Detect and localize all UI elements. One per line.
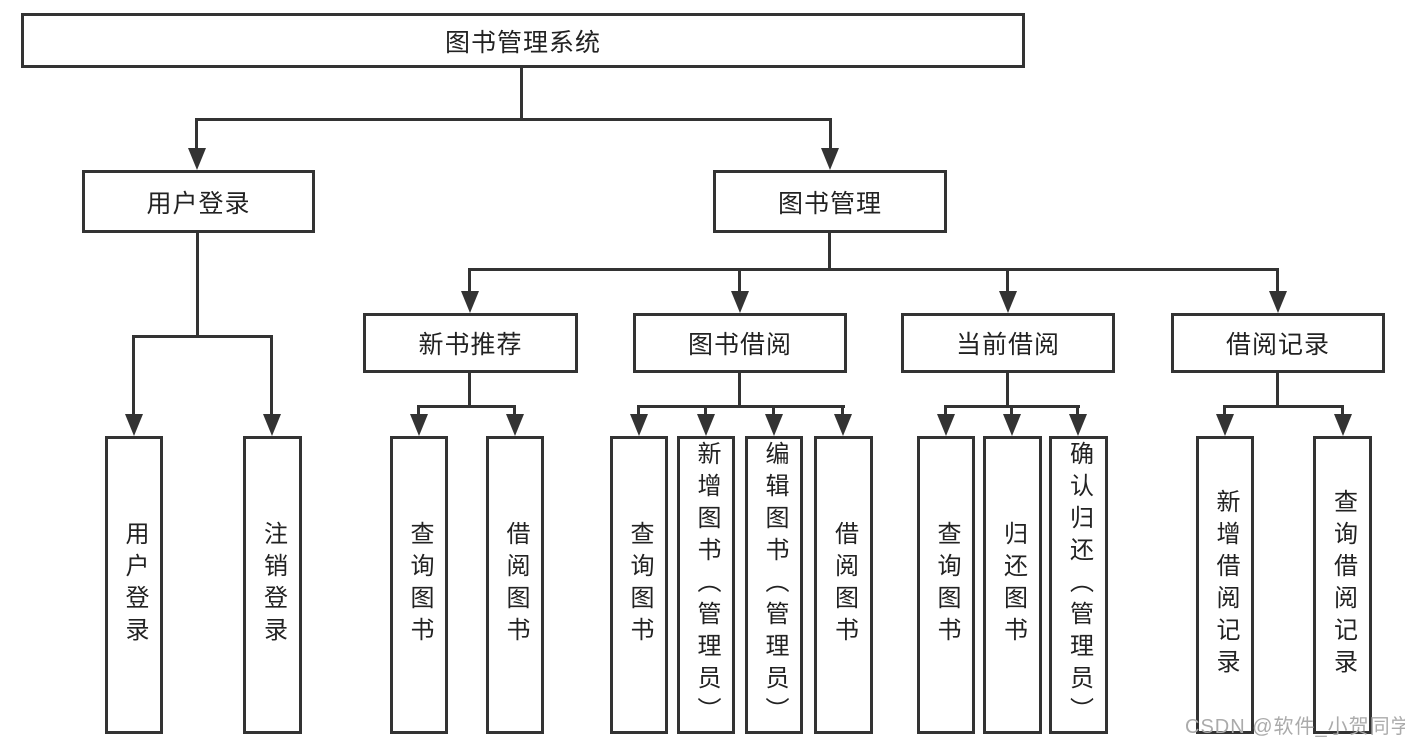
connector-leaf-drop: [1223, 405, 1226, 416]
leaf-add-borrow-record-label: 新增借阅记录: [1212, 489, 1239, 681]
arrowhead: [1069, 414, 1087, 436]
node-current-borrow: 当前借阅: [901, 313, 1115, 373]
arrowhead: [1003, 414, 1021, 436]
connector-records-drop: [1276, 268, 1279, 293]
node-borrow-records: 借阅记录: [1171, 313, 1385, 373]
connector-leaf-drop: [513, 405, 516, 416]
connector-borrowing-bus: [637, 405, 845, 408]
leaf-edit-books-admin-label: 编辑图书（管理员）: [761, 441, 788, 729]
leaf-query-books-current: 查询图书: [917, 436, 975, 734]
connector-leaf-drop: [1076, 405, 1079, 416]
leaf-user-login-label: 用户登录: [121, 521, 148, 649]
leaf-logout: 注销登录: [243, 436, 302, 734]
connector-leaf-drop: [1341, 405, 1344, 416]
connector-newbook-bus: [417, 405, 516, 408]
arrowhead: [1216, 414, 1234, 436]
arrowhead: [461, 291, 479, 313]
arrowhead: [125, 414, 143, 436]
leaf-borrow-books-recommend: 借阅图书: [486, 436, 544, 734]
connector-newbook-drop: [468, 268, 471, 293]
node-book-management-label: 图书管理: [777, 189, 882, 218]
leaf-query-books-borrowing: 查询图书: [610, 436, 668, 734]
leaf-user-login: 用户登录: [105, 436, 163, 734]
node-user-login: 用户登录: [82, 170, 315, 233]
arrowhead: [1334, 414, 1352, 436]
node-user-login-label: 用户登录: [146, 189, 251, 218]
connector-leaf-drop: [772, 405, 775, 416]
leaf-add-books-admin-label: 新增图书（管理员）: [693, 441, 720, 729]
leaf-query-borrow-record-label: 查询借阅记录: [1329, 489, 1357, 681]
leaf-borrow-books-borrowing: 借阅图书: [814, 436, 873, 734]
node-book-borrowing-label: 图书借阅: [687, 331, 792, 359]
node-borrow-records-label: 借阅记录: [1225, 331, 1330, 359]
connector-leaf-drop: [1010, 405, 1013, 416]
leaf-return-books-label: 归还图书: [999, 521, 1027, 649]
connector-user-login-drop: [195, 118, 198, 150]
connector-current-drop: [1006, 268, 1009, 293]
leaf-return-books: 归还图书: [983, 436, 1042, 734]
node-new-book-recommend: 新书推荐: [363, 313, 578, 373]
connector-user-login-stem: [196, 233, 199, 335]
leaf-borrow-books-borrowing-label: 借阅图书: [830, 521, 858, 649]
leaf-edit-books-admin: 编辑图书（管理员）: [745, 436, 803, 734]
node-book-borrowing: 图书借阅: [633, 313, 847, 373]
arrowhead: [821, 148, 839, 170]
arrowhead: [697, 414, 715, 436]
leaf-confirm-return-admin: 确认归还（管理员）: [1049, 436, 1108, 734]
connector-level2-bus: [196, 118, 832, 121]
connector-records-bus: [1223, 405, 1344, 408]
connector-leaf-drop: [637, 405, 640, 416]
csdn-watermark: CSDN @软件_小贺同学: [1185, 716, 1405, 738]
arrowhead: [506, 414, 524, 436]
connector-leaf-drop: [132, 335, 135, 416]
arrowhead: [834, 414, 852, 436]
connector-root-stem: [520, 68, 523, 118]
arrowhead: [937, 414, 955, 436]
node-book-management: 图书管理: [713, 170, 947, 233]
arrowhead: [410, 414, 428, 436]
node-new-book-recommend-label: 新书推荐: [418, 331, 523, 359]
arrowhead: [999, 291, 1017, 313]
connector-user-login-bus: [132, 335, 273, 338]
connector-book-mgmt-stem: [828, 233, 831, 268]
leaf-borrow-books-recommend-label: 借阅图书: [502, 521, 529, 649]
leaf-query-borrow-record: 查询借阅记录: [1313, 436, 1372, 734]
arrowhead: [263, 414, 281, 436]
leaf-add-books-admin: 新增图书（管理员）: [677, 436, 735, 734]
connector-book-mgmt-drop: [829, 118, 832, 150]
node-current-borrow-label: 当前借阅: [955, 331, 1060, 359]
connector-borrowing-stem: [738, 373, 741, 405]
arrowhead: [630, 414, 648, 436]
leaf-logout-label: 注销登录: [259, 521, 287, 649]
connector-leaf-drop: [841, 405, 844, 416]
connector-leaf-drop: [270, 335, 273, 416]
leaf-confirm-return-admin-label: 确认归还（管理员）: [1065, 441, 1093, 729]
connector-newbook-stem: [468, 373, 471, 405]
connector-leaf-drop: [944, 405, 947, 416]
connector-leaf-drop: [417, 405, 420, 416]
connector-borrowing-drop: [738, 268, 741, 293]
arrowhead: [188, 148, 206, 170]
node-root: 图书管理系统: [21, 13, 1025, 68]
leaf-query-books-recommend-label: 查询图书: [406, 521, 433, 649]
leaf-query-books-recommend: 查询图书: [390, 436, 448, 734]
leaf-query-books-current-label: 查询图书: [933, 521, 960, 649]
leaf-query-books-borrowing-label: 查询图书: [626, 521, 653, 649]
arrowhead: [731, 291, 749, 313]
arrowhead: [765, 414, 783, 436]
connector-records-stem: [1276, 373, 1279, 405]
node-root-label: 图书管理系统: [444, 28, 601, 57]
arrowhead: [1269, 291, 1287, 313]
connector-leaf-drop: [704, 405, 707, 416]
connector-level3-bus: [468, 268, 1279, 271]
connector-current-stem: [1006, 373, 1009, 405]
leaf-add-borrow-record: 新增借阅记录: [1196, 436, 1254, 734]
